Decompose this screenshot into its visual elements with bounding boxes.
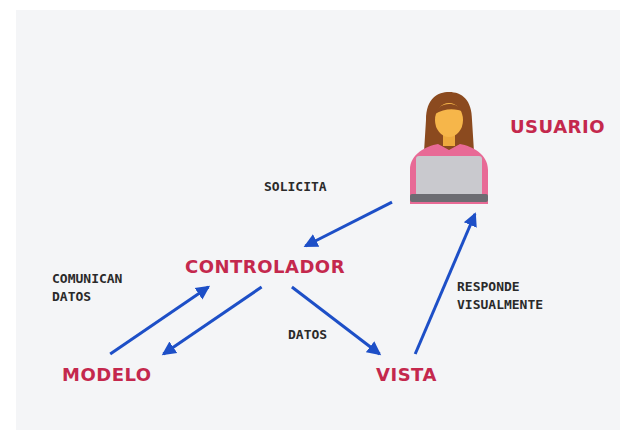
edge-label: COMUNICAN DATOS	[50, 270, 138, 306]
edge-label: DATOS	[286, 326, 329, 344]
component-node: VISTA	[370, 360, 443, 389]
node-title: USUARIO	[510, 116, 605, 137]
flow-arrow	[163, 287, 261, 354]
flow-arrow	[305, 202, 392, 246]
actor-node: USUARIO	[398, 82, 611, 208]
node-title: CONTROLADOR	[185, 256, 345, 277]
component-node: CONTROLADOR	[179, 252, 351, 281]
user-illustration	[404, 86, 494, 204]
node-title: MODELO	[62, 364, 152, 385]
component-node: MODELO	[56, 360, 158, 389]
edge-label: SOLICITA	[262, 178, 329, 196]
node-title: VISTA	[376, 364, 437, 385]
edge-label: RESPONDE VISUALMENTE	[455, 278, 577, 314]
